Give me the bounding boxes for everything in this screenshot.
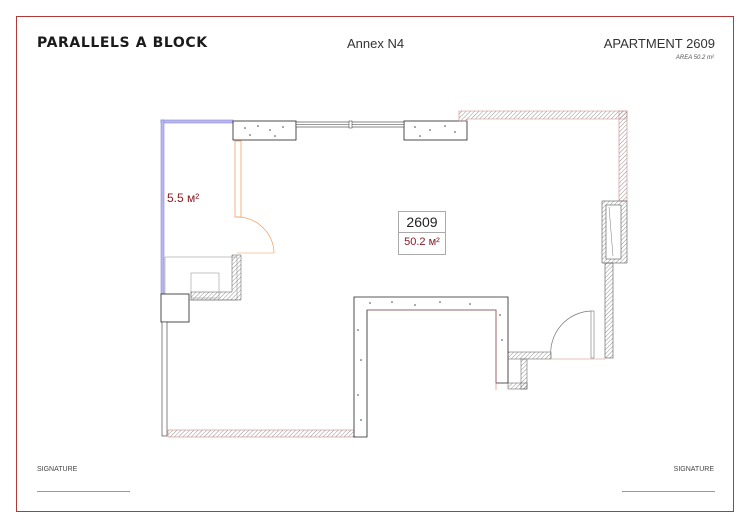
signature-label-left: SIGNATURE: [37, 466, 78, 473]
window-left: [161, 321, 168, 437]
page-frame: [16, 16, 734, 512]
room-number: 2609: [406, 214, 438, 230]
signature-line-left: [37, 491, 130, 492]
apartment-title: APARTMENT 2609: [603, 36, 715, 51]
room-divider: [399, 232, 445, 233]
column-left: [160, 293, 190, 323]
signature-line-right: [622, 491, 715, 492]
room-label-box: 2609 50.2 м²: [398, 211, 446, 255]
signature-label-right: SIGNATURE: [673, 466, 714, 473]
room-area: 50.2 м²: [404, 236, 440, 248]
balcony-area-label: 5.5 м²: [167, 191, 200, 205]
column-top-mid: [403, 120, 468, 141]
column-top-left: [232, 120, 297, 141]
entry-door-swing: [550, 310, 592, 359]
partition-orange: [234, 140, 242, 218]
annex-label: Annex N4: [347, 36, 405, 51]
door-swing-balcony: [236, 216, 275, 254]
concrete-core: [353, 296, 509, 438]
wall-right: [618, 110, 628, 202]
apartment-area: AREA 50.2 m²: [675, 55, 714, 61]
project-title: PARALLELS A BLOCK: [37, 35, 208, 51]
